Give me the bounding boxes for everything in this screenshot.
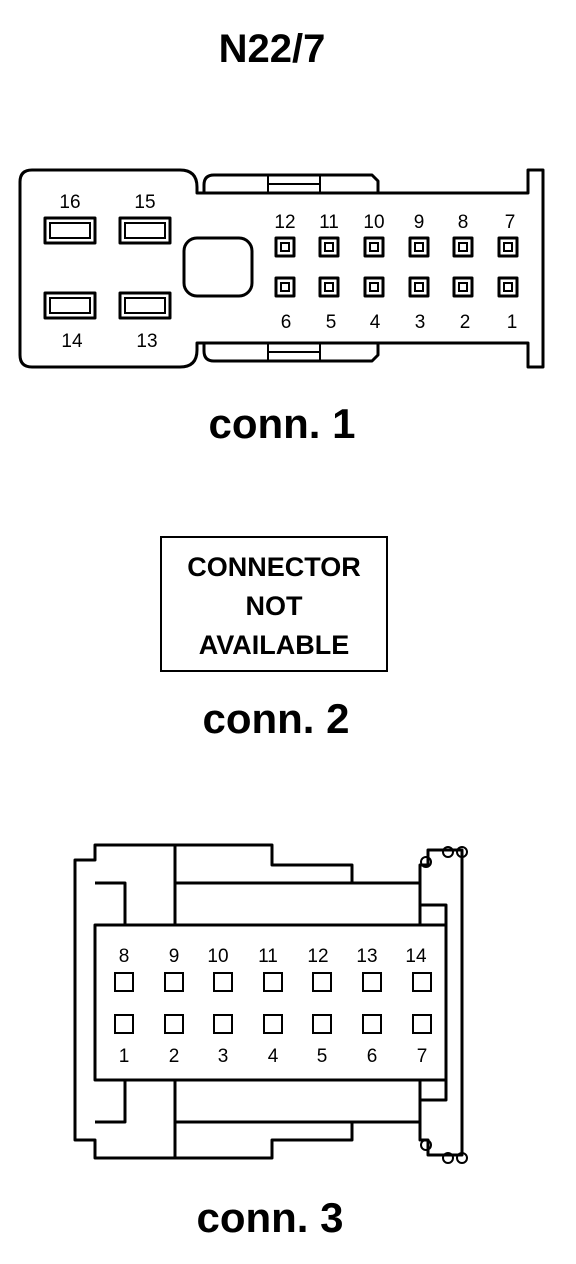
connector-3-pin (263, 972, 283, 992)
pin-label: 5 (317, 1046, 328, 1067)
connector-1-pin (408, 236, 430, 258)
connector-1-label: conn. 1 (208, 400, 355, 447)
connector-1-large-pin (118, 216, 172, 245)
connector-1-pin (274, 236, 296, 258)
connector-3-latch-bolt (420, 846, 468, 868)
connector-1-pin (318, 236, 340, 258)
connector-1: 16 15 14 13 12 11 10 9 8 7 6 5 (18, 168, 545, 369)
pin-label: 1 (507, 312, 518, 333)
pin-label: 13 (136, 331, 157, 352)
pin-label: 2 (169, 1046, 180, 1067)
connector-1-pin (452, 276, 474, 298)
notice-line: CONNECTOR (187, 552, 361, 582)
connector-3-pin-face (93, 923, 448, 1082)
pin-label: 10 (207, 946, 228, 967)
notice-box (160, 536, 388, 672)
pin-label: 6 (367, 1046, 378, 1067)
pin-label: 2 (460, 312, 471, 333)
connector-3-inner-frame (95, 845, 448, 1158)
pin-label: 3 (415, 312, 426, 333)
connector-3-pin (312, 972, 332, 992)
pin-label: 14 (61, 331, 83, 352)
connector-1-large-pin (43, 291, 97, 320)
notice-line: AVAILABLE (199, 630, 350, 660)
pin-label: 10 (363, 212, 384, 233)
connector-1-upper-latch (202, 173, 380, 195)
connector-1-pin (363, 236, 385, 258)
connector-3-pin (263, 1014, 283, 1034)
pin-label: 14 (405, 946, 427, 967)
connector-3-pin (213, 972, 233, 992)
pin-label: 5 (326, 312, 337, 333)
connector-3-latch-bolt (420, 1139, 468, 1164)
pin-label: 15 (134, 192, 155, 213)
connector-3-pin (412, 972, 432, 992)
notice-line: NOT (246, 591, 304, 621)
connector-1-pin (497, 236, 519, 258)
pin-label: 6 (281, 312, 292, 333)
connector-1-pin (408, 276, 430, 298)
connector-3-label: conn. 3 (196, 1194, 343, 1241)
pin-label: 4 (370, 312, 381, 333)
pin-label: 8 (458, 212, 469, 233)
connector-1-pin (363, 276, 385, 298)
pin-label: 11 (319, 212, 339, 233)
pin-label: 11 (258, 946, 278, 967)
connector-1-pin (452, 236, 474, 258)
pin-label: 1 (119, 1046, 130, 1067)
connector-3-pin (412, 1014, 432, 1034)
pin-label: 16 (59, 192, 80, 213)
connector-1-large-pin (118, 291, 172, 320)
connector-1-housing (18, 168, 545, 369)
pin-label: 8 (119, 946, 130, 967)
connector-3-pin (312, 1014, 332, 1034)
connector-1-pin (497, 276, 519, 298)
connector-1-key (182, 236, 254, 298)
connector-3-pin (362, 972, 382, 992)
pin-label: 7 (505, 212, 516, 233)
pin-label: 9 (169, 946, 180, 967)
pin-label: 12 (307, 946, 328, 967)
diagram-title: N22/7 (219, 27, 326, 71)
pin-label: 7 (417, 1046, 428, 1067)
pin-label: 13 (356, 946, 377, 967)
connector-3-pin (164, 972, 184, 992)
connector-3: 8 9 10 11 12 13 14 1 2 3 4 5 6 7 (73, 843, 468, 1164)
connector-1-pin (274, 276, 296, 298)
connector-1-large-pin (43, 216, 97, 245)
pin-label: 12 (274, 212, 295, 233)
connector-3-pin (164, 1014, 184, 1034)
connector-3-pin (362, 1014, 382, 1034)
connector-1-lower-latch (202, 341, 380, 363)
pin-label: 4 (268, 1046, 279, 1067)
connector-3-pin (213, 1014, 233, 1034)
pin-label: 3 (218, 1046, 229, 1067)
connector-2-label: conn. 2 (202, 695, 349, 742)
connector-3-pin (114, 1014, 134, 1034)
connector-2-notice: CONNECTOR NOT AVAILABLE (160, 536, 388, 672)
connector-3-pin (114, 972, 134, 992)
pin-label: 9 (414, 212, 425, 233)
connector-1-pin (318, 276, 340, 298)
